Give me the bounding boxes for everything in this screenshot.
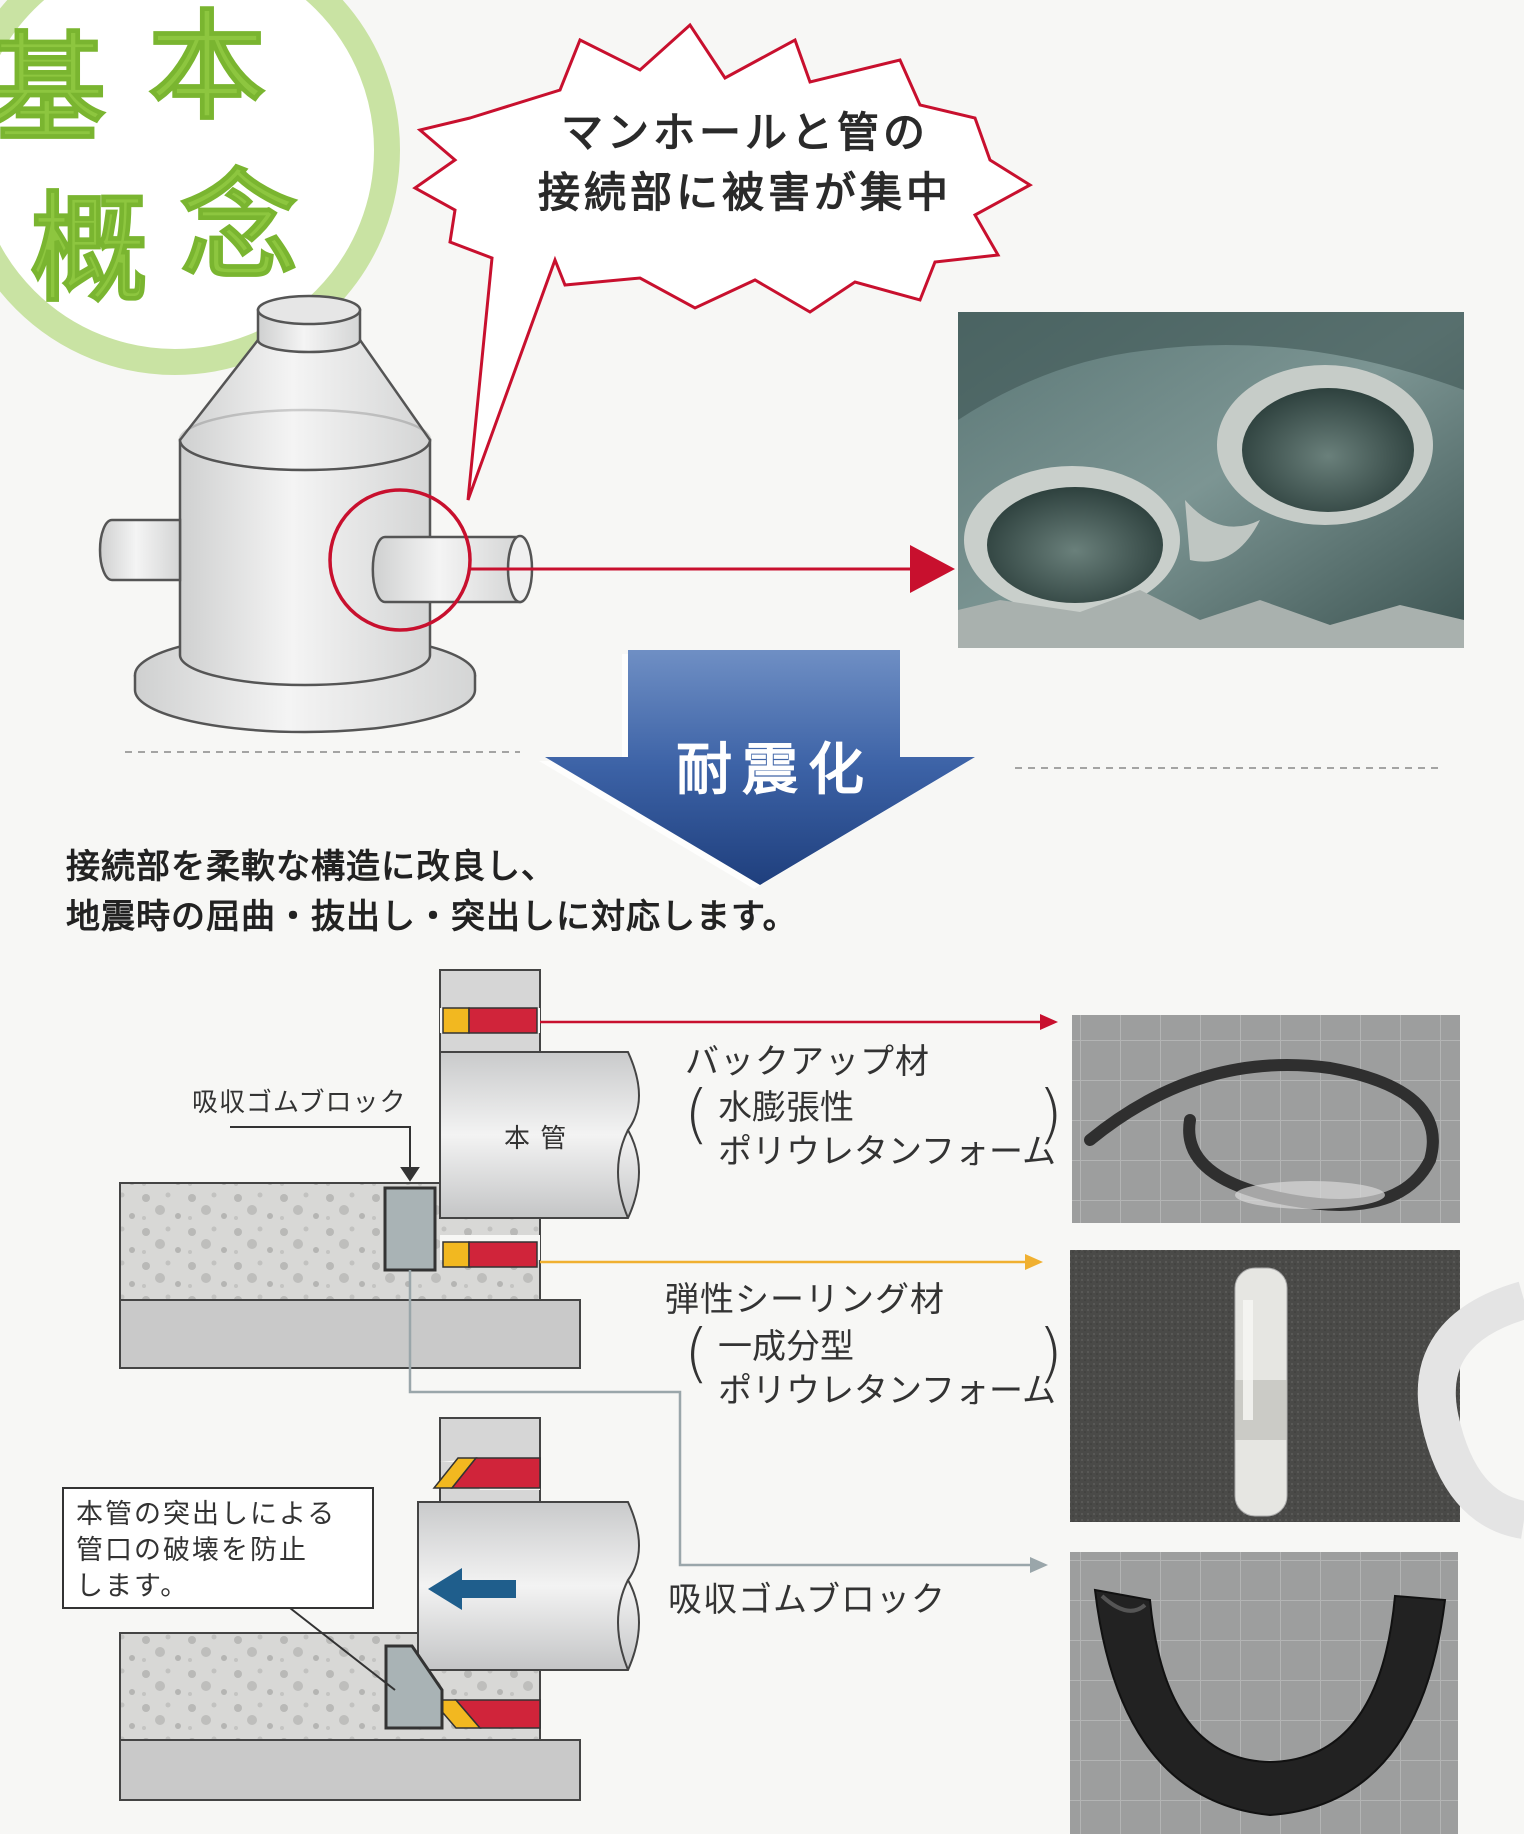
- sealant-close-bracket: ): [1038, 1317, 1063, 1391]
- main-pipe-label: 本 管: [504, 1124, 568, 1154]
- rubber-block-pointer: [230, 1126, 420, 1182]
- backup-material-connector: [540, 1014, 1058, 1030]
- joint-diagram-normal: [119, 969, 640, 1369]
- displacement-arrow-icon: [428, 1568, 516, 1610]
- sealant-connector: [540, 1254, 1043, 1270]
- sealant-photo: [1070, 1250, 1460, 1522]
- backup-spec-line-1: 水膨張性: [718, 1088, 854, 1128]
- manhole-illustration: [98, 294, 534, 734]
- damage-pointer-arrow: [470, 545, 955, 593]
- seismic-upgrade-arrow: [539, 650, 975, 889]
- description: 接続部を柔軟な構造に改良し、 地震時の屈曲・抜出し・突出しに対応します。: [66, 842, 798, 942]
- speech-burst: [412, 22, 1033, 501]
- title-char-4: 念: [179, 158, 299, 296]
- title-char-1: 基: [0, 20, 107, 158]
- sealant-spec-line-2: ポリウレタンフォーム: [718, 1371, 1056, 1411]
- burst-line-2: 接続部に被害が集中: [537, 168, 952, 217]
- backup-open-bracket: (: [684, 1078, 709, 1152]
- backup-material-spec: 水膨張性 ポリウレタンフォーム: [718, 1086, 1056, 1174]
- backup-close-bracket: ): [1038, 1078, 1063, 1152]
- damage-photo: [958, 312, 1464, 648]
- sealant-spec-line-1: 一成分型: [718, 1327, 854, 1367]
- sealant-spec: 一成分型 ポリウレタンフォーム: [718, 1325, 1056, 1413]
- title-badge: [0, 0, 400, 375]
- rubber-block-diagram-label: 吸収ゴムブロック: [192, 1088, 407, 1118]
- note-pointer: [289, 1607, 396, 1691]
- note-box: 本管の突出しによる 管口の破壊を防止 します。: [62, 1487, 374, 1609]
- title-char-2: 本: [147, 0, 267, 136]
- damage-highlight-circle: [328, 488, 472, 632]
- arrow-label: 耐震化: [676, 738, 874, 803]
- note-line-1: 本管の突出しによる: [76, 1499, 337, 1530]
- sealant-open-bracket: (: [684, 1317, 709, 1391]
- rubber-block-name: 吸収ゴムブロック: [668, 1580, 946, 1620]
- backup-material-name: バックアップ材: [685, 1042, 930, 1082]
- note-line-2: 管口の破壊を防止: [76, 1535, 308, 1566]
- backup-spec-line-2: ポリウレタンフォーム: [718, 1132, 1056, 1172]
- joint-diagram-displaced: [119, 1417, 640, 1801]
- background-swirl: [1417, 1281, 1524, 1539]
- title-char-3: 概: [29, 180, 149, 318]
- note-line-3: します。: [76, 1571, 190, 1602]
- rubber-block-connector: [408, 1270, 1048, 1573]
- description-line-2: 地震時の屈曲・抜出し・突出しに対応します。: [66, 897, 798, 937]
- rubber-block-photo: [1070, 1552, 1458, 1834]
- sealant-name: 弾性シーリング材: [665, 1280, 945, 1320]
- description-line-1: 接続部を柔軟な構造に改良し、: [66, 847, 556, 887]
- backup-material-photo: [1072, 1015, 1460, 1223]
- burst-line-1: マンホールと管の: [560, 108, 929, 157]
- burst-text: マンホールと管の 接続部に被害が集中: [505, 103, 985, 223]
